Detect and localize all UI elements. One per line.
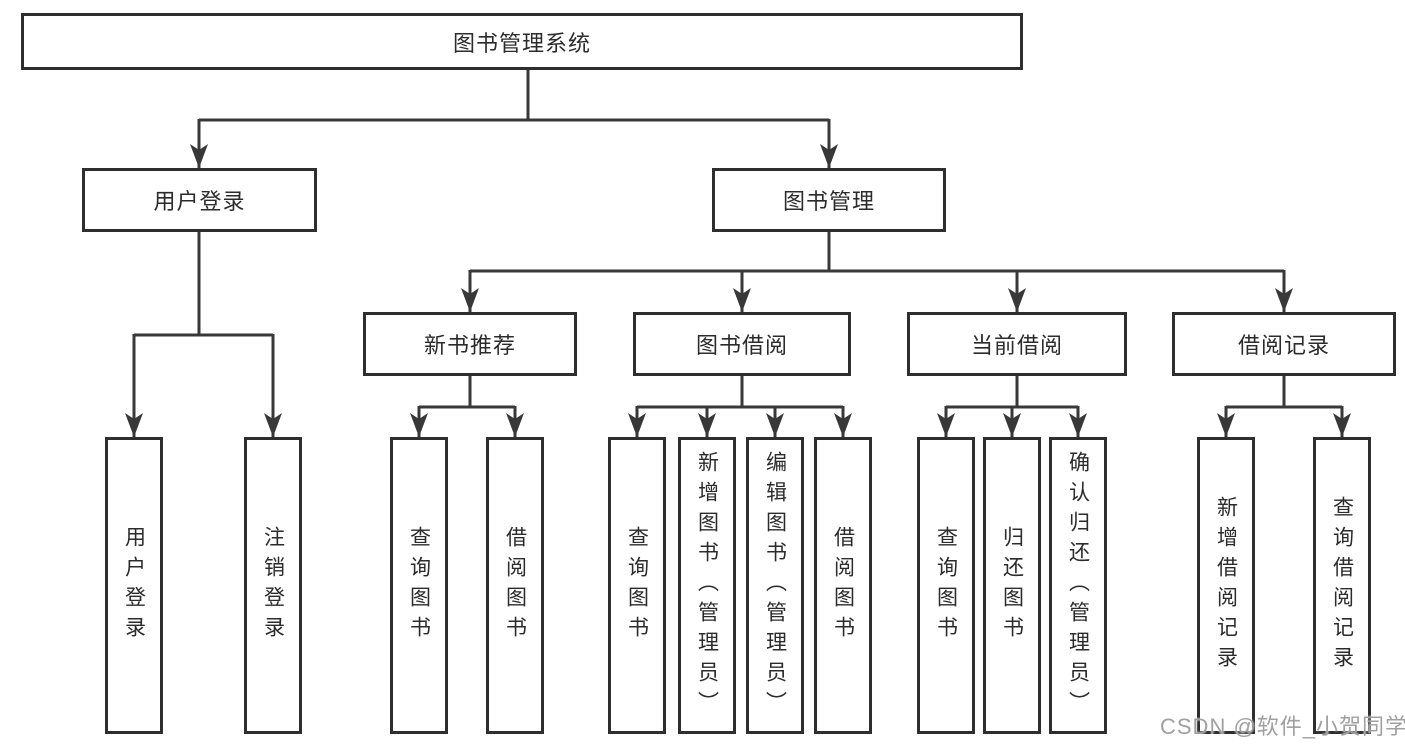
node-label: 当前借阅	[970, 333, 1063, 358]
leaf-logout-login: 注销登录	[244, 437, 302, 734]
connector-root-to-level2	[190, 70, 838, 168]
leaf-bb-edit-books-admin: 编辑图书（管理员）	[746, 437, 804, 734]
leaf-nbr-borrow-books: 借阅图书	[486, 437, 544, 734]
node-label: 图书管理	[782, 189, 875, 214]
node-new-book-recommend: 新书推荐	[363, 312, 577, 376]
leaf-bb-query-books: 查询图书	[608, 437, 666, 734]
leaf-br-add-record: 新增借阅记录	[1197, 437, 1255, 734]
connector-current-borrowing-children	[937, 376, 1087, 437]
leaf-label: 归还图书	[1000, 525, 1024, 646]
node-book-borrowing: 图书借阅	[633, 312, 851, 376]
node-current-borrowing: 当前借阅	[907, 312, 1127, 376]
node-label: 图书借阅	[695, 333, 788, 358]
csdn-watermark: CSDN @软件_小贺同学	[1160, 714, 1405, 739]
node-root: 图书管理系统	[21, 13, 1023, 70]
node-label: 用户登录	[153, 189, 246, 214]
leaf-label: 编辑图书（管理员）	[763, 450, 787, 721]
leaf-cb-confirm-return-admin: 确认归还（管理员）	[1049, 437, 1107, 734]
node-borrowing-records: 借阅记录	[1172, 312, 1396, 376]
connector-book-management-children	[461, 232, 1293, 312]
leaf-label: 查询图书	[625, 525, 649, 646]
node-label: 借阅记录	[1237, 333, 1330, 358]
leaf-nbr-query-books: 查询图书	[390, 437, 448, 734]
leaf-user-login: 用户登录	[105, 437, 163, 734]
leaf-label: 查询图书	[934, 525, 958, 646]
leaf-label: 注销登录	[261, 525, 285, 646]
node-root-label: 图书管理系统	[452, 30, 591, 56]
node-label: 新书推荐	[423, 333, 516, 358]
leaf-label: 查询借阅记录	[1330, 495, 1354, 676]
node-user-login-group: 用户登录	[82, 168, 317, 232]
leaf-bb-add-books-admin: 新增图书（管理员）	[678, 437, 736, 734]
leaf-label: 借阅图书	[831, 525, 855, 646]
leaf-label: 确认归还（管理员）	[1066, 450, 1090, 721]
leaf-bb-borrow-books: 借阅图书	[814, 437, 872, 734]
leaf-br-query-record: 查询借阅记录	[1313, 437, 1371, 734]
leaf-label: 新增图书（管理员）	[695, 450, 719, 721]
leaf-cb-query-books: 查询图书	[917, 437, 975, 734]
leaf-label: 借阅图书	[503, 525, 527, 646]
connector-user-login-children	[125, 232, 282, 437]
leaf-label: 用户登录	[122, 525, 146, 646]
connector-new-book-recommend-children	[410, 376, 524, 437]
connector-book-borrowing-children	[628, 376, 852, 437]
node-book-management: 图书管理	[712, 168, 946, 232]
leaf-label: 新增借阅记录	[1214, 495, 1238, 676]
leaf-label: 查询图书	[407, 525, 431, 646]
connector-borrowing-records-children	[1217, 376, 1351, 437]
leaf-cb-return-books: 归还图书	[983, 437, 1041, 734]
